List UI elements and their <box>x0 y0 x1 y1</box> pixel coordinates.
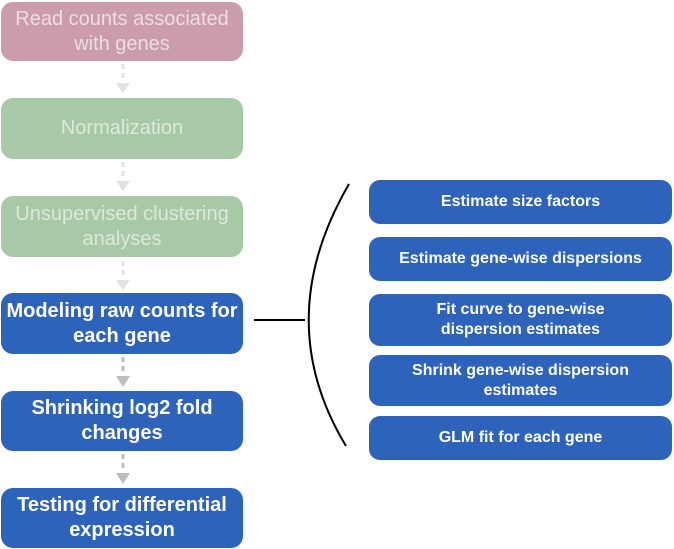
substep-genewise-dispersions: Estimate gene-wise dispersions <box>369 237 672 281</box>
substep-fit-curve: Fit curve to gene-wise dispersion estima… <box>369 294 672 346</box>
step-label: Testing for differential expression <box>17 494 227 541</box>
substep-label: Estimate gene-wise dispersions <box>399 250 642 267</box>
arrow-3-4 <box>116 261 130 290</box>
step-testing: Testing for differential expression <box>1 488 243 548</box>
step-label: Read counts associated with genes <box>15 7 229 55</box>
arrow-4-5 <box>116 357 130 387</box>
arrow-2-3 <box>116 162 130 191</box>
step-shrinking: Shrinking log2 fold changes <box>1 391 243 451</box>
step-label: Modeling raw counts for each gene <box>6 299 238 347</box>
bracket-curve <box>307 183 350 447</box>
substep-shrink-dispersion: Shrink gene-wise dispersion estimates <box>369 355 672 406</box>
arrow-5-6 <box>116 454 130 484</box>
arrow-1-2 <box>116 64 130 93</box>
step-label: Shrinking log2 fold changes <box>31 397 213 444</box>
step-normalization: Normalization <box>1 98 243 159</box>
substep-label: GLM fit for each gene <box>438 429 603 446</box>
substep-size-factors: Estimate size factors <box>369 180 672 224</box>
substep-label: Estimate size factors <box>440 193 601 210</box>
step-label: Unsupervised clustering analyses <box>15 202 229 250</box>
substep-label: Fit curve to gene-wise dispersion estima… <box>436 301 605 338</box>
step-clustering: Unsupervised clustering analyses <box>1 196 243 257</box>
step-read-counts: Read counts associated with genes <box>1 2 243 61</box>
step-modeling: Modeling raw counts for each gene <box>1 293 243 354</box>
substep-label: Shrink gene-wise dispersion estimates <box>412 361 629 399</box>
step-label: Normalization <box>60 117 184 139</box>
substep-glm-fit: GLM fit for each gene <box>369 416 672 460</box>
